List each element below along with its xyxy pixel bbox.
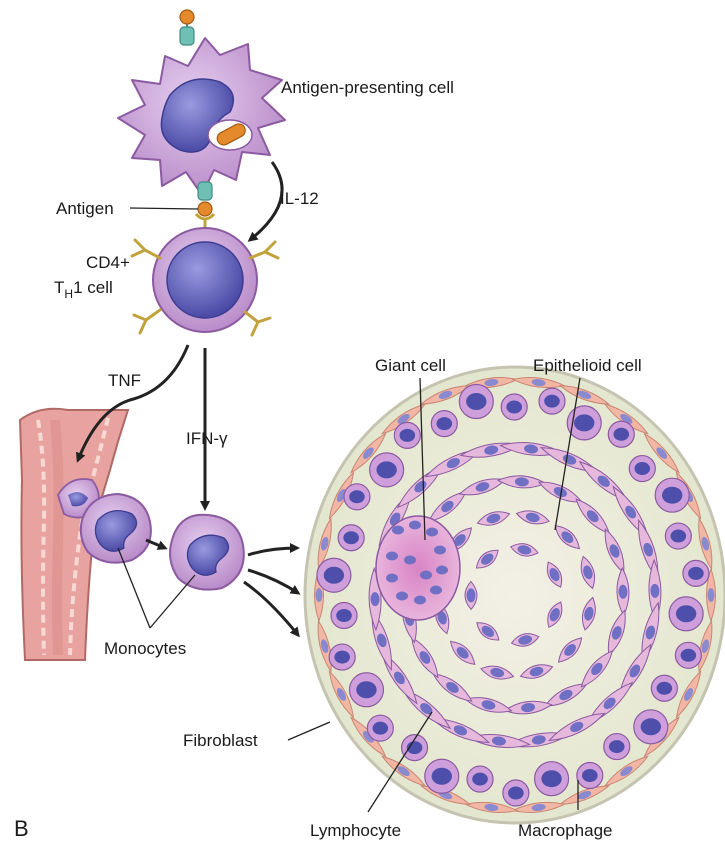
cell-nucleus [506, 401, 522, 414]
giant-cell-nucleus [420, 571, 432, 580]
th1-cell [132, 228, 278, 335]
cell-nucleus [376, 461, 396, 478]
antigen-peptide [198, 202, 212, 216]
cell-nucleus [336, 609, 352, 622]
cell-nucleus [373, 722, 389, 735]
cell-nucleus [324, 567, 344, 584]
label-ifn: IFN-γ [186, 429, 228, 448]
giant-cell-nucleus [404, 556, 416, 565]
giant-cell-nucleus [434, 546, 446, 555]
label-tnf: TNF [108, 371, 141, 390]
cell-nucleus [613, 428, 629, 441]
label-monocytes: Monocytes [104, 639, 186, 658]
il12-arrow [250, 162, 282, 240]
label-apc: Antigen-presenting cell [281, 78, 454, 97]
apc-surface-receptor-top [180, 10, 194, 45]
cell-nucleus [400, 429, 416, 442]
cell-nucleus [634, 462, 650, 475]
monocytes-leader-2 [150, 575, 195, 628]
cell-nucleus [349, 490, 365, 503]
granuloma-outline [305, 367, 725, 823]
cell-nucleus [541, 770, 561, 787]
apc-tcell-synapse [196, 182, 214, 232]
cell-nucleus [574, 414, 594, 431]
label-giant-cell: Giant cell [375, 356, 446, 375]
cell-nucleus [582, 769, 598, 782]
cell-nucleus [688, 567, 704, 580]
giant-cell-nucleus [396, 592, 408, 601]
cell-nucleus [662, 487, 682, 504]
label-lymphocyte: Lymphocyte [310, 821, 401, 840]
cell-nucleus [544, 395, 560, 408]
cell-nucleus [343, 531, 359, 544]
cell-nucleus [641, 718, 661, 735]
label-th1: TH1 cell [54, 278, 113, 301]
cell-nucleus [334, 651, 350, 664]
label-fibroblast: Fibroblast [183, 731, 258, 750]
cell-nucleus [508, 786, 524, 799]
th1-nucleus [167, 242, 243, 318]
giant-cell-nucleus [430, 586, 442, 595]
antigen-leader [130, 208, 198, 209]
granuloma-arrow-1 [248, 548, 297, 555]
giant-cell-nucleus [409, 521, 421, 530]
label-il12: IL-12 [280, 189, 319, 208]
giant-cell-nucleus [426, 528, 438, 537]
cell-nucleus [609, 740, 625, 753]
giant-cell-nucleus [386, 552, 398, 561]
label-epithelioid-cell: Epithelioid cell [533, 356, 642, 375]
giant-cell-nucleus [392, 526, 404, 535]
monocyte-1 [81, 494, 151, 563]
cell-nucleus [472, 773, 488, 786]
antigen-presenting-cell [118, 10, 285, 232]
giant-cell-nucleus [414, 596, 426, 605]
cell-nucleus [671, 530, 687, 543]
label-macrophage: Macrophage [518, 821, 613, 840]
giant-cell [376, 516, 460, 620]
granuloma [305, 367, 725, 823]
cell-nucleus [466, 393, 486, 410]
cell-nucleus [437, 417, 453, 430]
cell-nucleus [657, 682, 673, 695]
cell-nucleus [676, 605, 696, 622]
granuloma-arrow-3 [244, 582, 298, 635]
label-cd4: CD4+ [86, 253, 130, 272]
monocyte-2 [170, 515, 244, 590]
label-antigen: Antigen [56, 199, 114, 218]
fibroblast-leader [288, 722, 330, 740]
panel-letter: B [14, 816, 29, 841]
cell-nucleus [681, 649, 697, 662]
giant-cell-nucleus [436, 566, 448, 575]
giant-cell-nucleus [386, 574, 398, 583]
cell-nucleus [432, 768, 452, 785]
cell-nucleus [356, 681, 376, 698]
